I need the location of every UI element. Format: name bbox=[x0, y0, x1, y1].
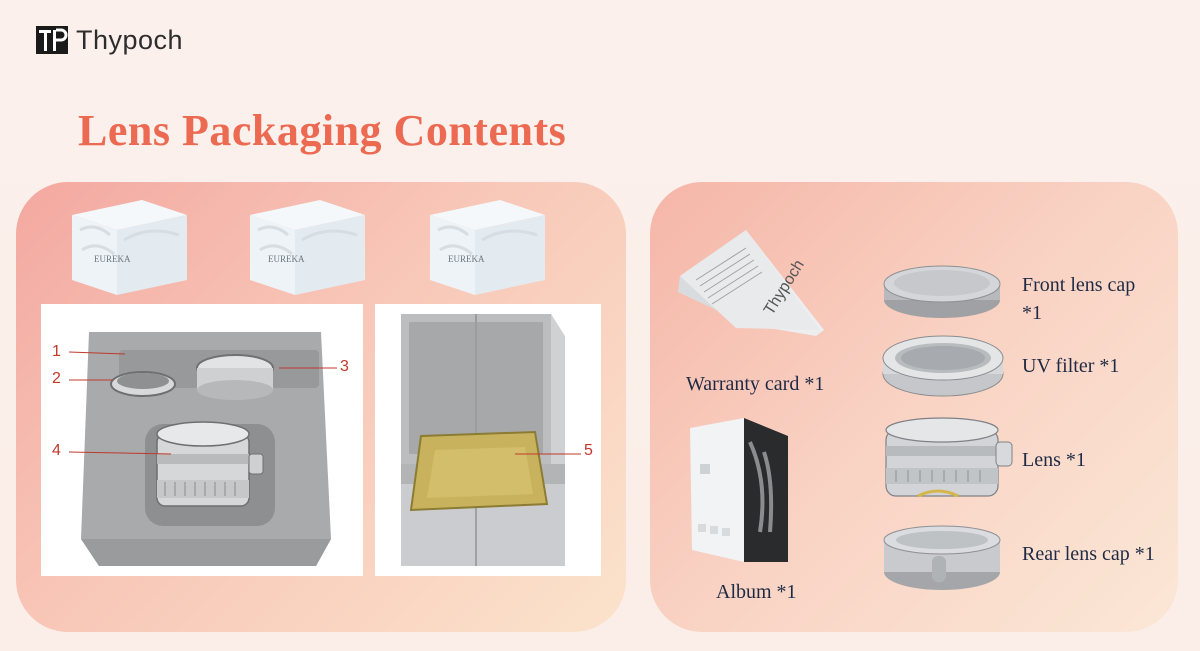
lens-label: Lens *1 bbox=[1022, 449, 1086, 471]
foam-tray-illustration bbox=[68, 332, 337, 566]
lens-image bbox=[885, 417, 1013, 498]
callout-1: 1 bbox=[52, 343, 61, 360]
warranty-card-image: Thypoch bbox=[678, 230, 824, 336]
gift-box-2: EUREKA bbox=[250, 200, 365, 295]
gift-box-brand: EUREKA bbox=[94, 254, 131, 264]
rear-lens-cap-label: Rear lens cap *1 bbox=[1022, 543, 1155, 565]
brand-logo: Thypoch bbox=[36, 22, 183, 58]
brand-logo-mark-icon bbox=[36, 26, 68, 54]
gift-box-brand: EUREKA bbox=[268, 254, 305, 264]
gift-box-brand: EUREKA bbox=[448, 254, 485, 264]
uv-filter-label: UV filter *1 bbox=[1022, 355, 1120, 377]
warranty-card-label: Warranty card *1 bbox=[686, 373, 825, 395]
gift-box-3: EUREKA bbox=[430, 200, 545, 295]
brand-name: Thypoch bbox=[76, 24, 184, 55]
album-label: Album *1 bbox=[716, 581, 797, 603]
callout-5: 5 bbox=[584, 442, 593, 459]
callout-3: 3 bbox=[340, 358, 349, 375]
callout-2: 2 bbox=[52, 370, 61, 387]
page-title: Lens Packaging Contents bbox=[78, 106, 567, 155]
front-lens-cap-image bbox=[883, 265, 1001, 318]
open-box-illustration bbox=[401, 314, 581, 566]
uv-filter-image bbox=[882, 335, 1004, 397]
foam-tray-photo bbox=[41, 304, 363, 576]
album-image bbox=[690, 418, 788, 562]
gift-box-1: EUREKA bbox=[72, 200, 187, 295]
front-lens-cap-label: Front lens cap *1 bbox=[1022, 274, 1136, 324]
rear-lens-cap-image bbox=[883, 525, 1001, 590]
open-box-photo bbox=[375, 304, 601, 576]
callout-4: 4 bbox=[52, 442, 61, 459]
